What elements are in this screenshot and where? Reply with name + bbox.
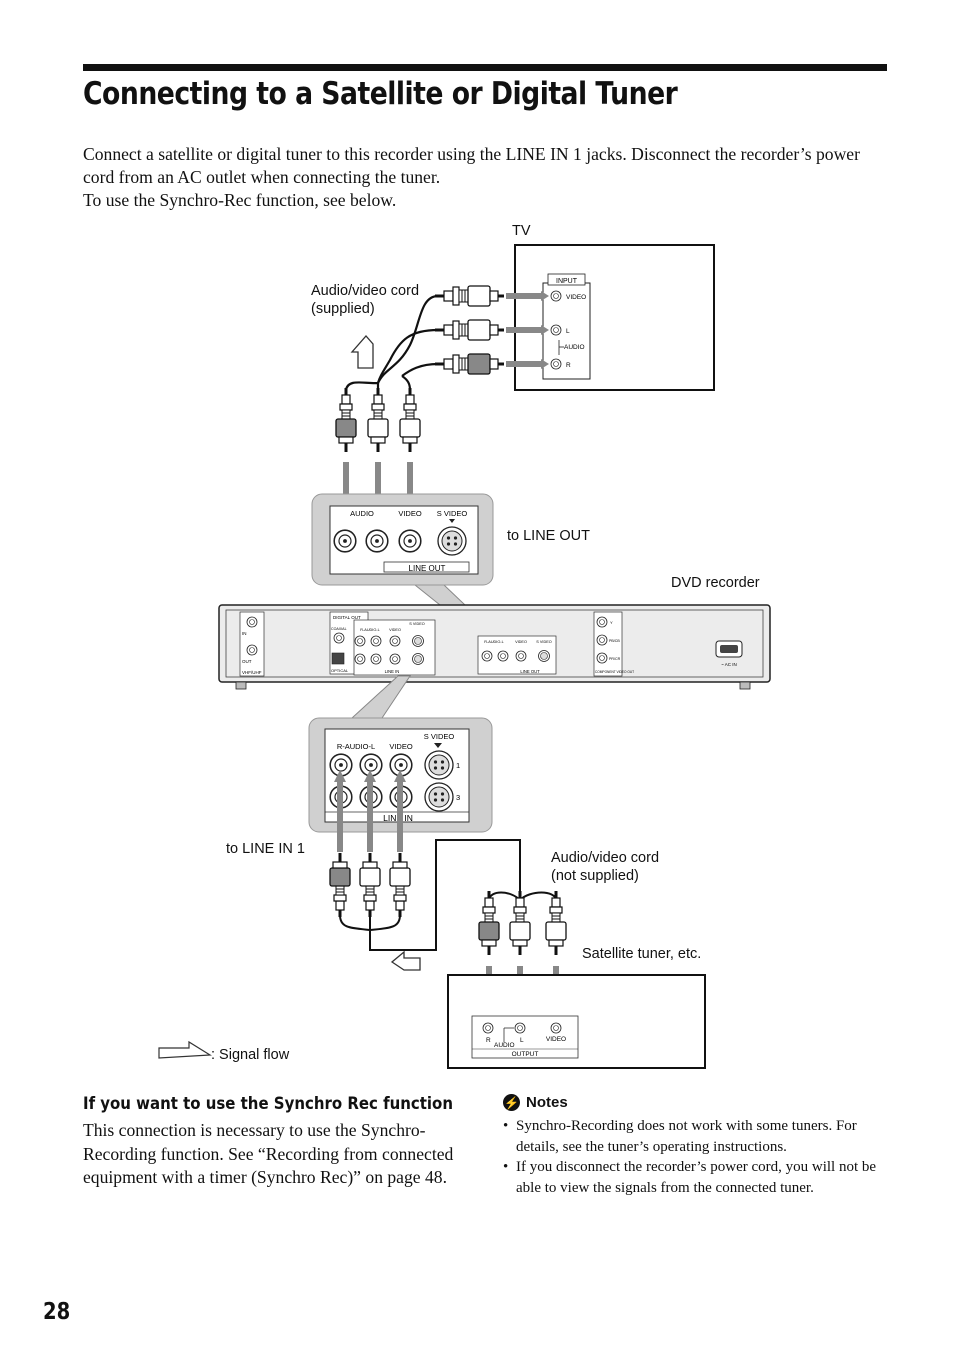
tv-r-label: R xyxy=(566,362,571,369)
tv-video-label: VIDEO xyxy=(566,294,586,301)
plug-tv-audio-l xyxy=(433,318,506,342)
notes-heading: ⚡ Notes xyxy=(503,1094,568,1111)
svg-text:DIGITAL OUT: DIGITAL OUT xyxy=(333,615,361,620)
satellite-tuner-label: Satellite tuner, etc. xyxy=(582,946,702,962)
svg-text:R-AUDIO-L: R-AUDIO-L xyxy=(360,628,379,632)
plug-in-audio-l xyxy=(358,851,382,919)
intro-paragraph: Connect a satellite or digital tuner to … xyxy=(83,144,860,187)
dvd-recorder-label: DVD recorder xyxy=(671,575,760,591)
svg-text:3: 3 xyxy=(456,793,460,802)
svg-text:S VIDEO: S VIDEO xyxy=(437,509,468,518)
plug-in-video xyxy=(388,851,412,919)
svg-text:AUDIO: AUDIO xyxy=(494,1042,515,1049)
note-item: If you disconnect the recorder’s power c… xyxy=(503,1157,888,1198)
svg-text:AUDIO: AUDIO xyxy=(350,509,374,518)
signal-flow-label: : Signal flow xyxy=(211,1047,290,1063)
plug-out-video xyxy=(398,386,422,454)
svg-text:OPTICAL: OPTICAL xyxy=(331,668,349,673)
signal-flow-arrow-left xyxy=(390,950,421,971)
svg-text:S VIDEO: S VIDEO xyxy=(409,622,424,626)
svg-text:PR/CR: PR/CR xyxy=(609,657,621,661)
svg-text:PB/CB: PB/CB xyxy=(609,639,620,643)
svg-text:COMPONENT VIDEO OUT: COMPONENT VIDEO OUT xyxy=(595,670,634,674)
plug-tv-audio-r xyxy=(433,352,506,376)
page-title: Connecting to a Satellite or Digital Tun… xyxy=(83,76,678,112)
plug-tuner-audio-l xyxy=(508,889,532,957)
title-rule xyxy=(83,64,887,71)
svg-text:COAXIAL: COAXIAL xyxy=(331,627,347,631)
plug-tuner-video xyxy=(544,889,568,957)
tv-label: TV xyxy=(512,223,531,239)
svg-text:VIDEO: VIDEO xyxy=(389,628,401,632)
synchro-heading: If you want to use the Synchro Rec funct… xyxy=(83,1094,453,1114)
note-item: Synchro-Recording does not work with som… xyxy=(503,1116,888,1157)
svg-text:1: 1 xyxy=(456,761,460,770)
signal-flow-arrow-up xyxy=(350,335,374,369)
plug-tv-video xyxy=(433,284,506,308)
svg-text:~ AC IN: ~ AC IN xyxy=(721,662,737,667)
plug-out-audio-r xyxy=(334,386,358,454)
svg-text:VHF/UHF: VHF/UHF xyxy=(242,670,262,675)
intro-text: Connect a satellite or digital tuner to … xyxy=(83,143,893,212)
tv-audio-label: AUDIO xyxy=(564,344,585,351)
svg-text:OUTPUT: OUTPUT xyxy=(512,1051,539,1058)
intro-paragraph: To use the Synchro-Rec function, see bel… xyxy=(83,190,397,210)
notes-heading-label: Notes xyxy=(526,1094,568,1111)
to-line-out-label: to LINE OUT xyxy=(507,528,590,544)
plug-in-audio-r xyxy=(328,851,352,919)
svg-text:R: R xyxy=(486,1037,491,1044)
svg-text:Y: Y xyxy=(610,620,613,625)
signal-flow-legend-arrow xyxy=(158,1040,212,1059)
svg-text:VIDEO: VIDEO xyxy=(546,1036,566,1043)
svg-text:L: L xyxy=(520,1037,524,1044)
synchro-text: This connection is necessary to use the … xyxy=(83,1120,454,1187)
page-number: 28 xyxy=(43,1299,71,1325)
cord-supplied-label: Audio/video cord (supplied) xyxy=(311,283,420,317)
svg-text:LINE OUT: LINE OUT xyxy=(520,669,540,674)
svg-text:S VIDEO: S VIDEO xyxy=(536,640,551,644)
svg-text:R-AUDIO-L: R-AUDIO-L xyxy=(337,742,375,751)
tv-input-label: INPUT xyxy=(556,278,578,285)
svg-text:LINE IN: LINE IN xyxy=(385,669,400,674)
cord-not-supplied-label: Audio/video cord (not supplied) xyxy=(551,850,660,884)
notes-list: Synchro-Recording does not work with som… xyxy=(503,1116,888,1198)
svg-text:IN: IN xyxy=(242,631,247,636)
tv-l-label: L xyxy=(566,328,570,335)
svg-text:S VIDEO: S VIDEO xyxy=(424,732,455,741)
plug-tuner-audio-r xyxy=(477,889,501,957)
notes-icon: ⚡ xyxy=(503,1094,520,1111)
plug-out-audio-l xyxy=(366,386,390,454)
svg-text:VIDEO: VIDEO xyxy=(389,742,413,751)
svg-text:OUT: OUT xyxy=(242,659,252,664)
to-line-in-1-label: to LINE IN 1 xyxy=(226,841,305,857)
line-out-zoom-label: LINE OUT xyxy=(409,564,446,573)
svg-text:R-AUDIO-L: R-AUDIO-L xyxy=(484,640,503,644)
svg-text:VIDEO: VIDEO xyxy=(515,640,527,644)
svg-text:VIDEO: VIDEO xyxy=(398,509,422,518)
